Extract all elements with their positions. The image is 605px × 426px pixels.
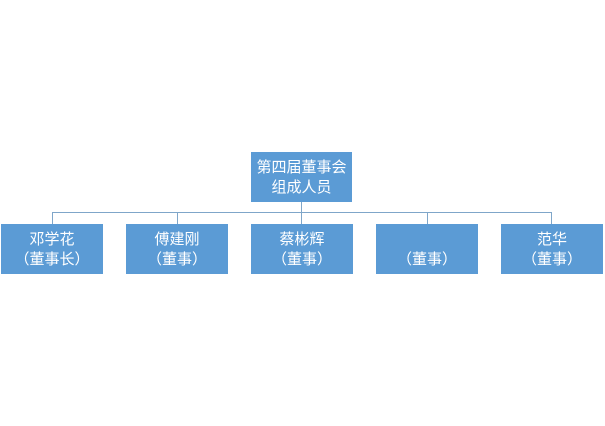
member-name: 傅建刚	[154, 230, 200, 248]
root-connector	[301, 202, 302, 212]
member-node-3: 蔡彬辉 （董事）	[251, 224, 353, 274]
member-name: 邓学花	[29, 230, 75, 248]
member-name: 蔡彬辉	[279, 230, 325, 248]
member-connector-2	[177, 212, 178, 224]
member-connector-1	[52, 212, 53, 224]
member-node-5: 范华 （董事）	[501, 224, 603, 274]
horizontal-connector	[52, 212, 552, 213]
member-connector-5	[551, 212, 552, 224]
root-title-line1: 第四届董事会	[256, 158, 347, 176]
member-role: （董事）	[271, 250, 332, 268]
root-title-line2: 组成人员	[271, 178, 332, 196]
member-connector-3	[301, 212, 302, 224]
member-node-4: （董事）	[376, 224, 478, 274]
member-name: 范华	[536, 230, 567, 248]
member-node-2: 傅建刚 （董事）	[126, 224, 228, 274]
member-role: （董事长）	[14, 250, 90, 268]
member-connector-4	[427, 212, 428, 224]
member-node-1: 邓学花 （董事长）	[1, 224, 103, 274]
member-role: （董事）	[146, 250, 207, 268]
root-node: 第四届董事会 组成人员	[251, 152, 352, 202]
member-role: （董事）	[521, 250, 582, 268]
member-role: （董事）	[396, 250, 457, 268]
